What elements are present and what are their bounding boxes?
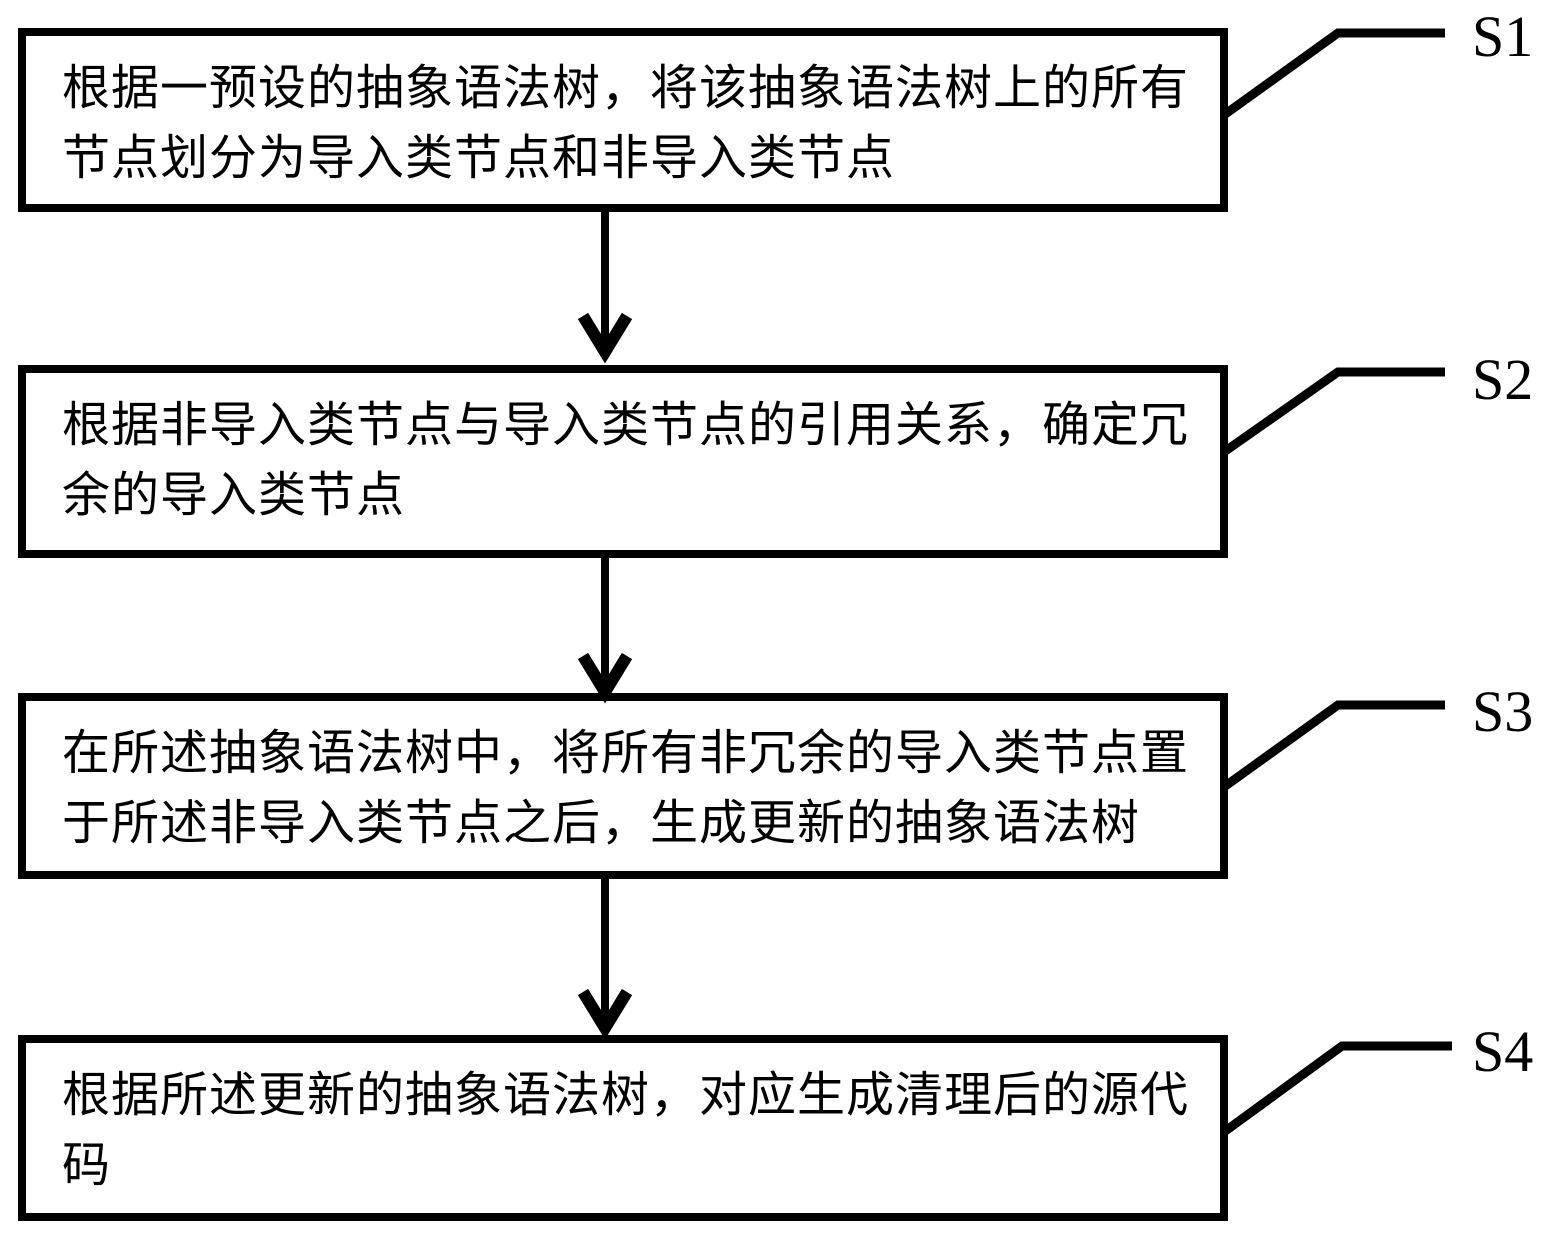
leader-line-s3 [1221,700,1445,791]
flow-arrow-3 [577,877,633,1040]
step-label-s3: S3 [1472,679,1534,744]
step-text-s1: 根据一预设的抽象语法树，将该抽象语法树上的所有节点划分为导入类节点和非导入类节点 [62,62,1190,185]
step-label-s4: S4 [1472,1019,1534,1084]
leader-line-s1 [1221,28,1445,119]
flow-arrow-1 [577,210,633,364]
step-text-s4: 根据所述更新的抽象语法树，对应生成清理后的源代码 [62,1069,1190,1192]
step-text-s3: 在所述抽象语法树中，将所有非冗余的导入类节点置于所述非导入类节点之后，生成更新的… [62,727,1190,850]
leader-line-s4 [1221,1041,1452,1136]
step-box-s2: 根据非导入类节点与导入类节点的引用关系，确定冗余的导入类节点 [18,365,1228,558]
step-box-s1: 根据一预设的抽象语法树，将该抽象语法树上的所有节点划分为导入类节点和非导入类节点 [18,28,1228,212]
leader-line-s2 [1221,367,1445,456]
step-text-s2: 根据非导入类节点与导入类节点的引用关系，确定冗余的导入类节点 [62,399,1190,522]
flow-arrow-2 [577,556,633,704]
step-label-s2: S2 [1472,347,1534,412]
step-box-s4: 根据所述更新的抽象语法树，对应生成清理后的源代码 [18,1035,1228,1221]
step-label-s1: S1 [1472,4,1534,69]
step-box-s3: 在所述抽象语法树中，将所有非冗余的导入类节点置于所述非导入类节点之后，生成更新的… [18,693,1228,879]
